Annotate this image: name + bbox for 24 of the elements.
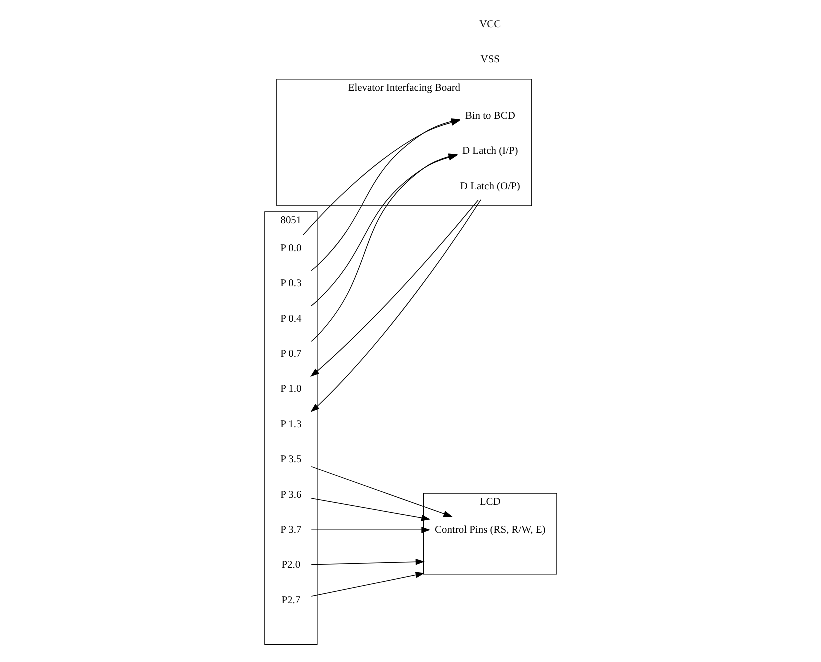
- arrow: [310, 466, 452, 518]
- node-text: P 0.7: [280, 348, 302, 360]
- node-text: P2.0: [281, 560, 300, 572]
- arrow: [310, 527, 430, 534]
- node-text: P 0.0: [280, 243, 302, 254]
- arrow: [310, 572, 424, 597]
- label: VSS: [480, 54, 500, 66]
- node-text: Control Pins (RS, R/W, E): [434, 524, 546, 536]
- node-text: Bin to BCD: [464, 110, 515, 122]
- node-text: D Latch (O/P): [460, 181, 520, 192]
- arrow: [310, 200, 481, 412]
- label: VCC: [479, 20, 501, 31]
- node-text: P2.7: [281, 595, 300, 606]
- arrow: [310, 498, 430, 522]
- node-text: P 3.5: [280, 454, 302, 466]
- arrow: [310, 558, 424, 566]
- node-text: P 3.7: [280, 524, 302, 536]
- node-text: P 0.4: [280, 314, 302, 325]
- arrow: [310, 200, 478, 377]
- node-text: P 1.3: [280, 419, 302, 430]
- node-text: P 1.0: [280, 384, 302, 396]
- node-text: D Latch (I/P): [462, 146, 518, 158]
- node-text: P 3.6: [280, 490, 302, 501]
- node-text: P 0.3: [280, 278, 302, 290]
